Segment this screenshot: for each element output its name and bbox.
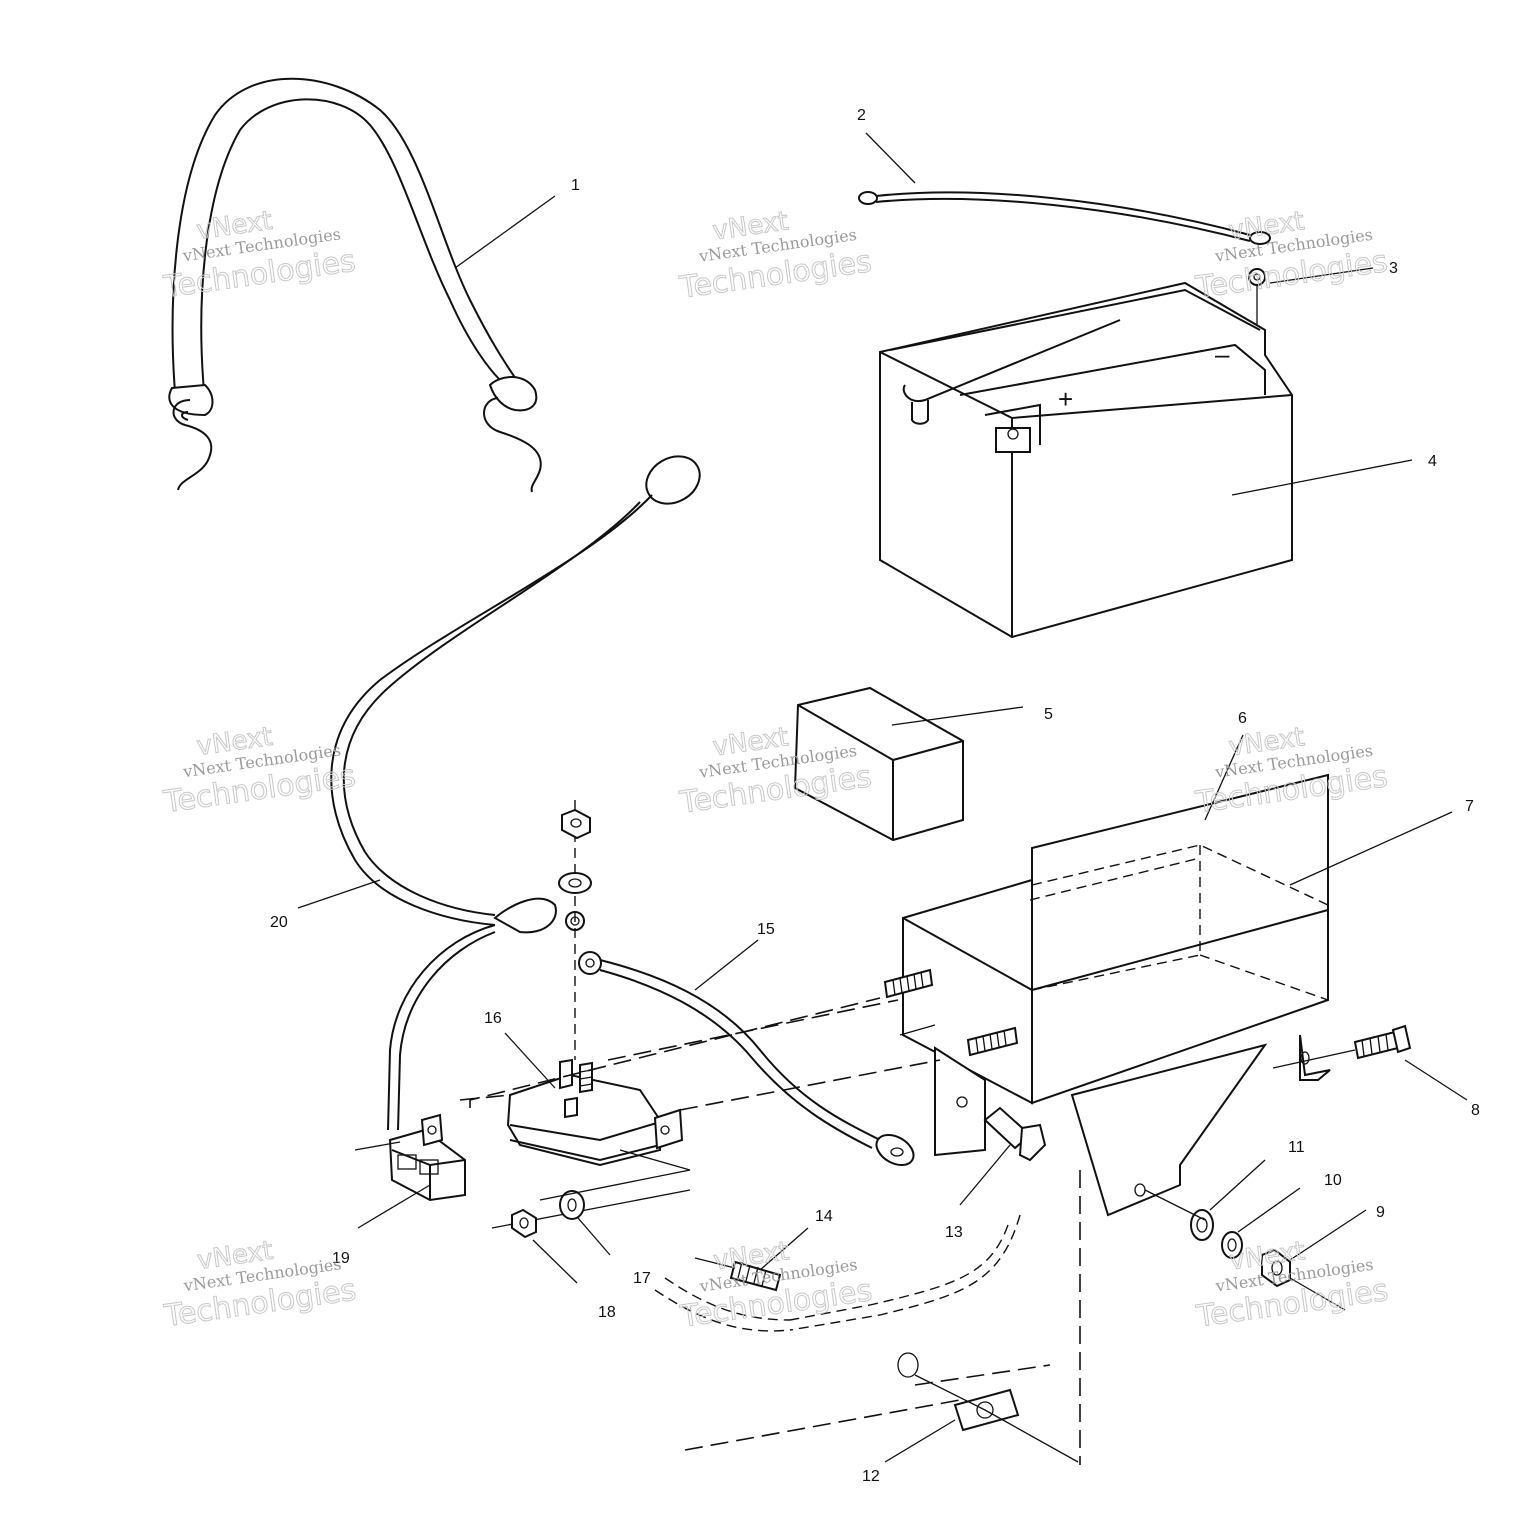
callout-12: 12 <box>862 1468 880 1485</box>
part-8-screw <box>1353 1024 1412 1060</box>
part-12-clip <box>897 1352 1020 1432</box>
watermark-top-left: vNext vNext Technologies Technologies <box>160 205 358 305</box>
callout-2: 2 <box>857 107 866 124</box>
part-16-solenoid <box>506 1058 684 1167</box>
callout-9: 9 <box>1376 1204 1385 1221</box>
battery-minus-symbol: – <box>1215 339 1230 369</box>
leader-lines <box>297 132 1468 1463</box>
hardware-stack <box>558 800 592 1060</box>
part-14-screw <box>729 1260 782 1292</box>
part-4-battery: + – <box>879 281 1293 639</box>
part-11-washer <box>1190 1209 1214 1241</box>
watermark-mid-right: vNext vNext Technologies Technologies <box>1193 722 1391 821</box>
part-2-cable <box>858 191 1271 245</box>
studs <box>883 968 1019 1057</box>
callout-4: 4 <box>1428 453 1437 470</box>
callout-15: 15 <box>757 921 775 938</box>
callout-7: 7 <box>1465 798 1474 815</box>
part-15-cable <box>578 951 915 1167</box>
callout-18: 18 <box>598 1304 616 1321</box>
part-18-nut <box>491 1189 691 1239</box>
callout-11: 11 <box>1288 1139 1305 1156</box>
watermark-mid-left: vNext vNext Technologies Technologies <box>160 721 358 820</box>
callout-8: 8 <box>1471 1102 1480 1119</box>
callout-13: 13 <box>945 1224 963 1241</box>
callout-6: 6 <box>1238 710 1247 727</box>
part-9-nut <box>1261 1248 1291 1288</box>
part-20-cable <box>330 455 701 1131</box>
callout-3: 3 <box>1389 260 1398 277</box>
callout-5: 5 <box>1044 706 1053 723</box>
callout-14: 14 <box>815 1208 833 1225</box>
part-5-block <box>793 686 964 842</box>
assembly-lines <box>354 997 1356 1465</box>
part-17-washer <box>559 1190 585 1220</box>
callout-16: 16 <box>484 1010 502 1027</box>
callout-1: 1 <box>571 177 580 194</box>
part-1-battery-strap <box>168 77 542 493</box>
watermark-top-right: vNext vNext Technologies Technologies <box>1193 206 1391 306</box>
part-19-terminal-block <box>388 1113 466 1202</box>
callout-19: 19 <box>332 1250 350 1267</box>
callout-17: 17 <box>633 1270 651 1287</box>
battery-plus-symbol: + <box>1058 384 1073 414</box>
watermark-bottom-center: vNext vNext Technologies Technologies <box>677 1236 875 1335</box>
part-6-battery-box <box>902 773 1331 1217</box>
part-3-lock-washer <box>1248 268 1266 345</box>
watermark-bottom-left: vNext vNext Technologies Technologies <box>161 1235 359 1334</box>
part-10-washer <box>1221 1231 1243 1259</box>
watermark-top-center: vNext vNext Technologies Technologies <box>677 206 875 306</box>
callout-20: 20 <box>270 914 288 931</box>
watermark-bottom-right: vNext vNext Technologies Technologies <box>1193 1236 1391 1335</box>
part-13-bolt <box>983 1106 1047 1162</box>
callout-10: 10 <box>1324 1172 1342 1189</box>
callouts: 1 2 3 4 5 6 7 8 9 10 11 12 13 14 15 16 1… <box>270 107 1480 1485</box>
